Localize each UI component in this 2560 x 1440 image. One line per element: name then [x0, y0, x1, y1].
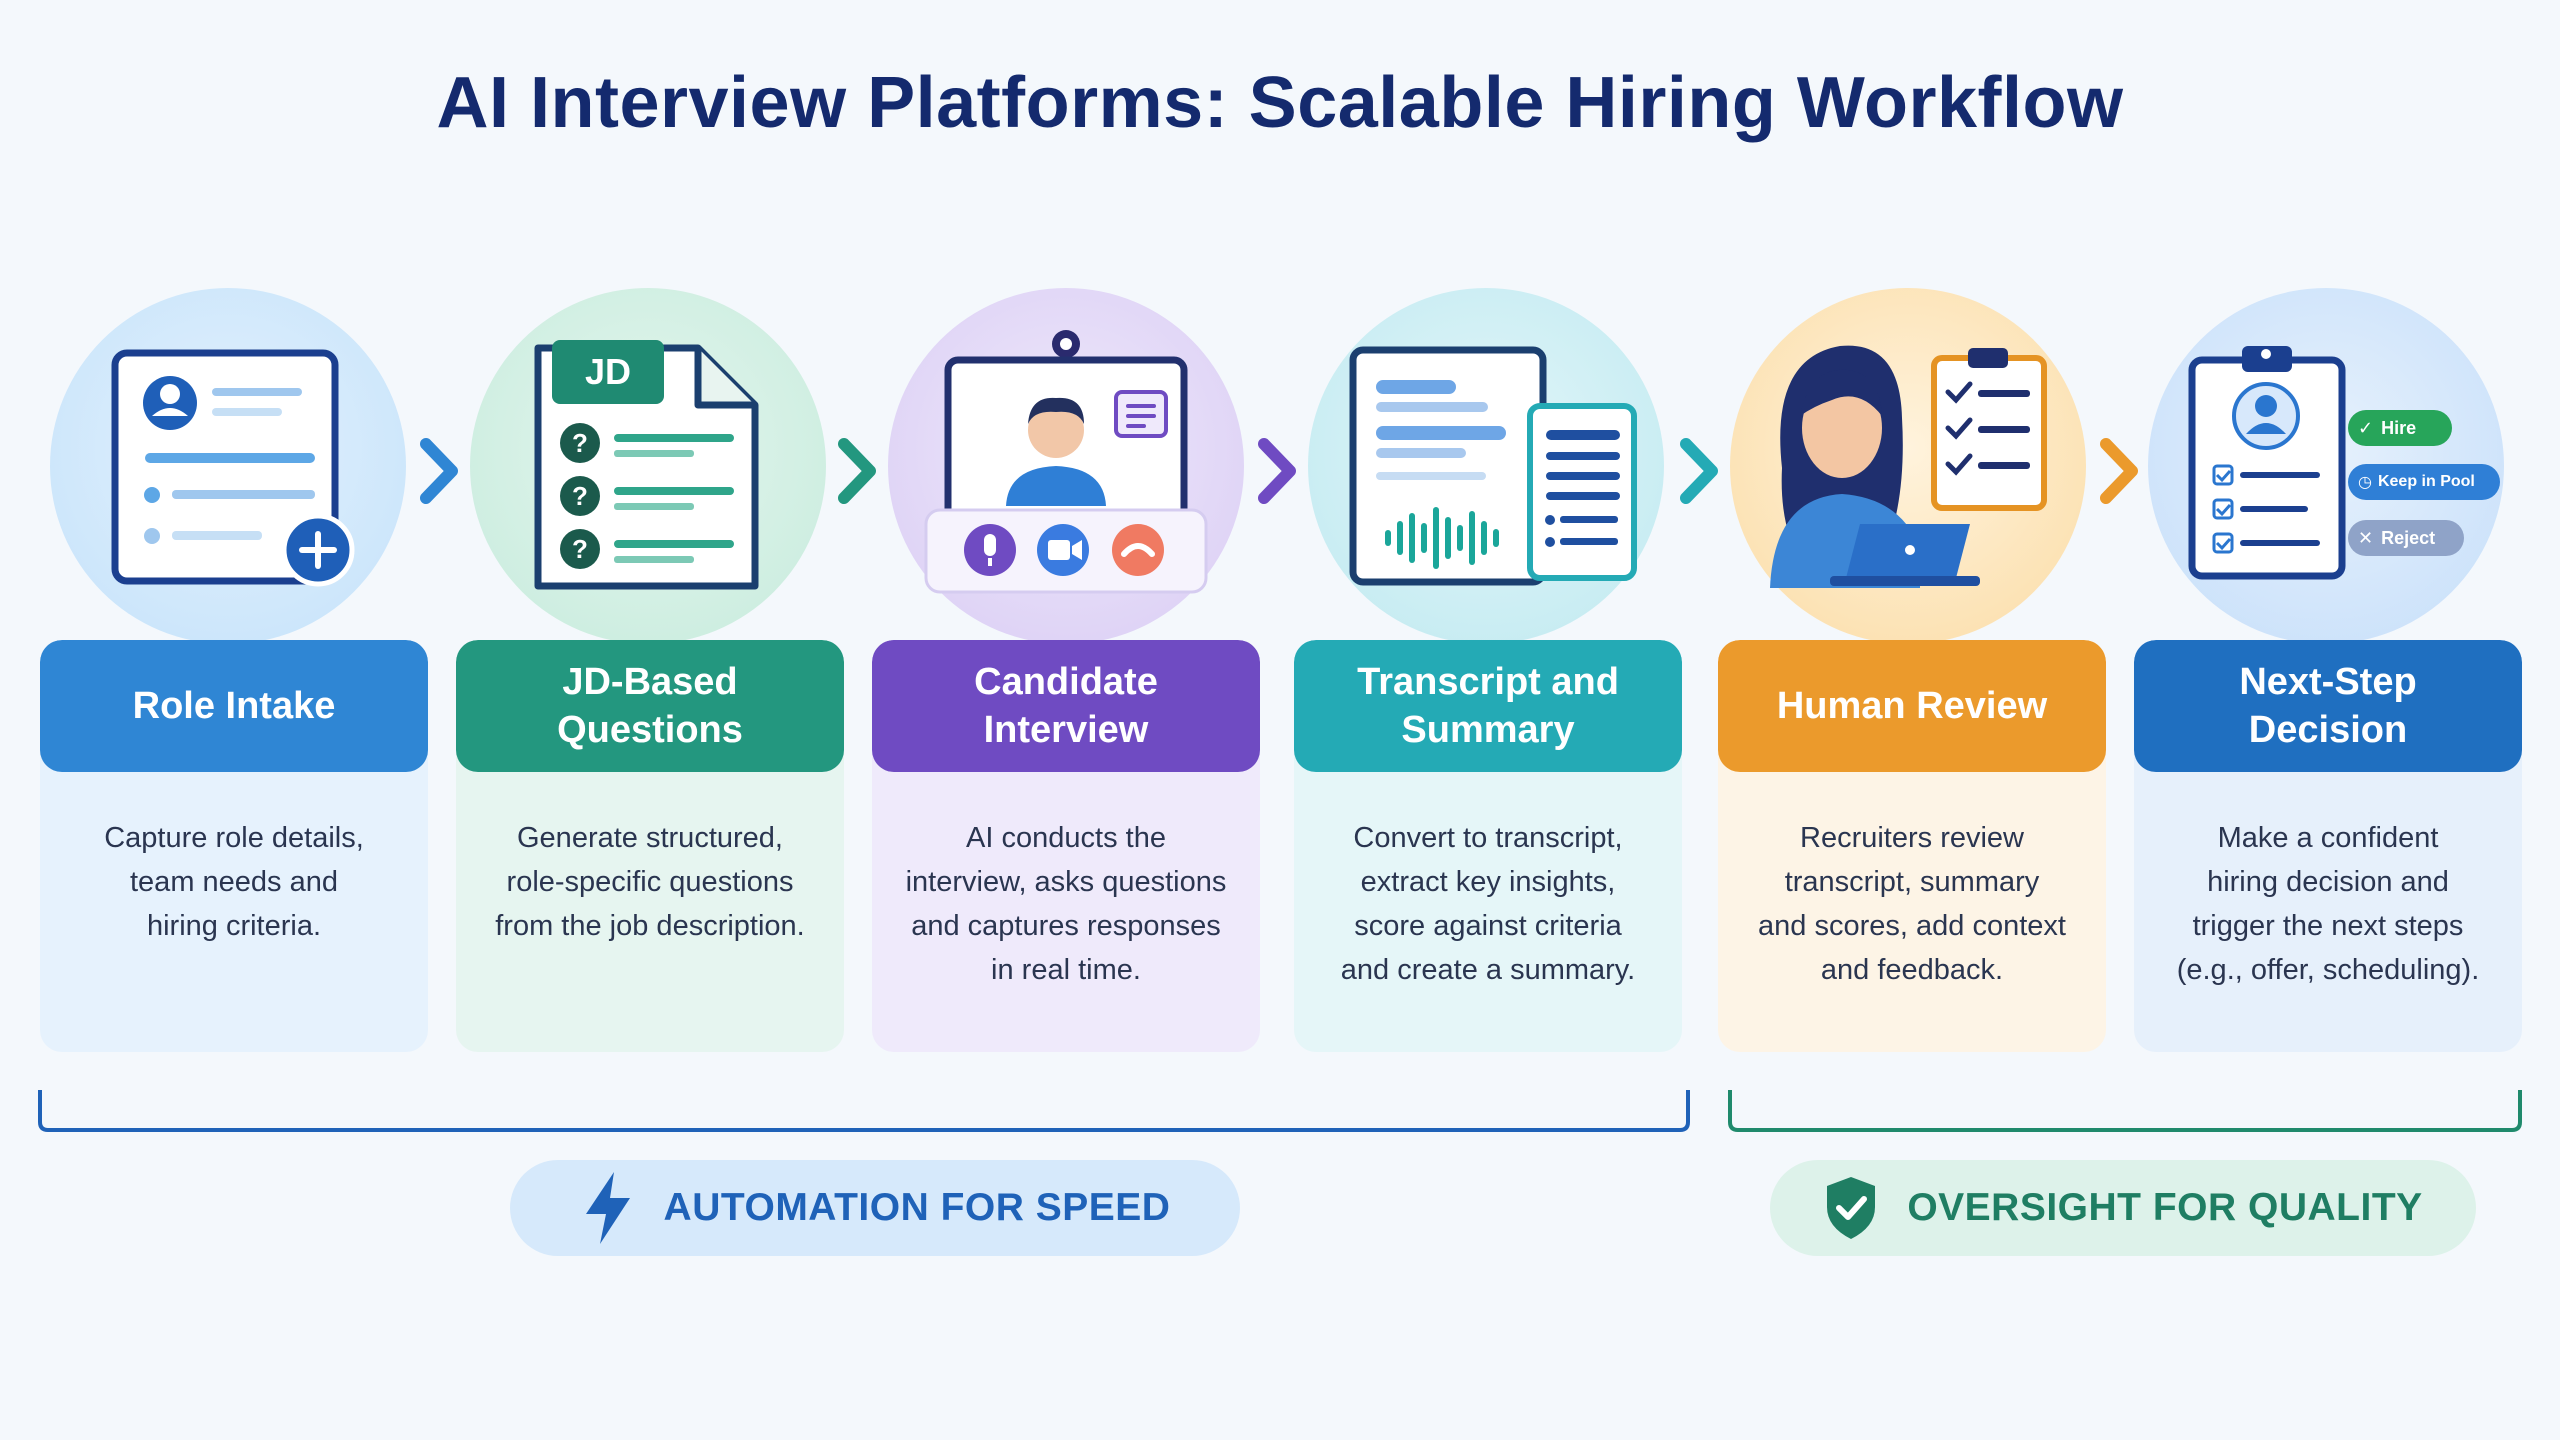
- question-mark-icon: ?: [572, 481, 588, 511]
- jd-badge-label: JD: [584, 351, 632, 392]
- chevron-right-icon: [1680, 438, 1718, 504]
- automation-pill: AUTOMATION FOR SPEED: [510, 1160, 1240, 1256]
- chevron-right-icon: [1258, 438, 1296, 504]
- candidate-interview-illustration: [888, 288, 1244, 644]
- keep-in-pool-option: ◷ Keep in Pool: [2348, 464, 2500, 500]
- step-description: Recruiters review transcript, summary an…: [1758, 822, 2066, 986]
- step-card-candidate-interview: Candidate Interview AI conducts the inte…: [872, 640, 1260, 1052]
- step-card-next-step-decision: Next-Step Decision Make a confident hiri…: [2134, 640, 2522, 1052]
- question-mark-icon: ?: [572, 534, 588, 564]
- reject-option: ✕ Reject: [2348, 520, 2464, 556]
- step-title: Role Intake: [40, 640, 428, 772]
- lightning-icon: [585, 1172, 630, 1244]
- step-card-human-review: Human Review Recruiters review transcrip…: [1718, 640, 2106, 1052]
- chevron-right-icon: [2100, 438, 2138, 504]
- chevron-right-icon: [420, 438, 458, 504]
- step-card-role-intake: Role Intake Capture role details, team n…: [40, 640, 428, 1052]
- page-title: AI Interview Platforms: Scalable Hiring …: [436, 63, 2124, 143]
- check-icon: ✓: [2358, 417, 2374, 438]
- chevron-right-icon: [838, 438, 876, 504]
- step-description: AI conducts the interview, asks question…: [905, 822, 1227, 986]
- x-icon: ✕: [2358, 527, 2374, 548]
- step-title: Human Review: [1718, 640, 2106, 772]
- oversight-label: OVERSIGHT FOR QUALITY: [1907, 1186, 2423, 1229]
- automation-bracket: [38, 1090, 1690, 1132]
- step-title: JD-Based Questions: [456, 640, 844, 772]
- step-title: Candidate Interview: [872, 640, 1260, 772]
- keep-in-pool-option-label: Keep in Pool: [2377, 473, 2475, 490]
- step-card-jd-questions: JD-Based Questions Generate structured, …: [456, 640, 844, 1052]
- shield-check-icon: [1827, 1177, 1876, 1239]
- hire-option: ✓ Hire: [2348, 410, 2452, 446]
- hire-option-label: Hire: [2381, 417, 2417, 438]
- role-intake-illustration: [50, 288, 406, 644]
- question-mark-icon: ?: [572, 428, 588, 458]
- step-description: Generate structured, role-specific quest…: [495, 822, 805, 942]
- reject-option-label: Reject: [2381, 527, 2436, 548]
- human-review-illustration: [1730, 288, 2086, 644]
- step-card-transcript-summary: Transcript and Summary Convert to transc…: [1294, 640, 1682, 1052]
- oversight-bracket: [1728, 1090, 2522, 1132]
- next-step-decision-illustration: ✓ Hire ◷ Keep in Pool ✕ Reject: [2148, 288, 2504, 644]
- step-description: Convert to transcript, extract key insig…: [1340, 822, 1636, 986]
- jd-questions-illustration: JD ? ? ?: [470, 288, 826, 644]
- automation-label: AUTOMATION FOR SPEED: [663, 1186, 1171, 1229]
- step-description: Make a confident hiring decision and tri…: [2176, 822, 2480, 986]
- clock-icon: ◷: [2358, 474, 2372, 491]
- oversight-pill: OVERSIGHT FOR QUALITY: [1770, 1160, 2476, 1256]
- step-description: Capture role details, team needs and hir…: [104, 822, 364, 942]
- step-title: Next-Step Decision: [2134, 640, 2522, 772]
- transcript-summary-illustration: [1308, 288, 1664, 644]
- step-title: Transcript and Summary: [1294, 640, 1682, 772]
